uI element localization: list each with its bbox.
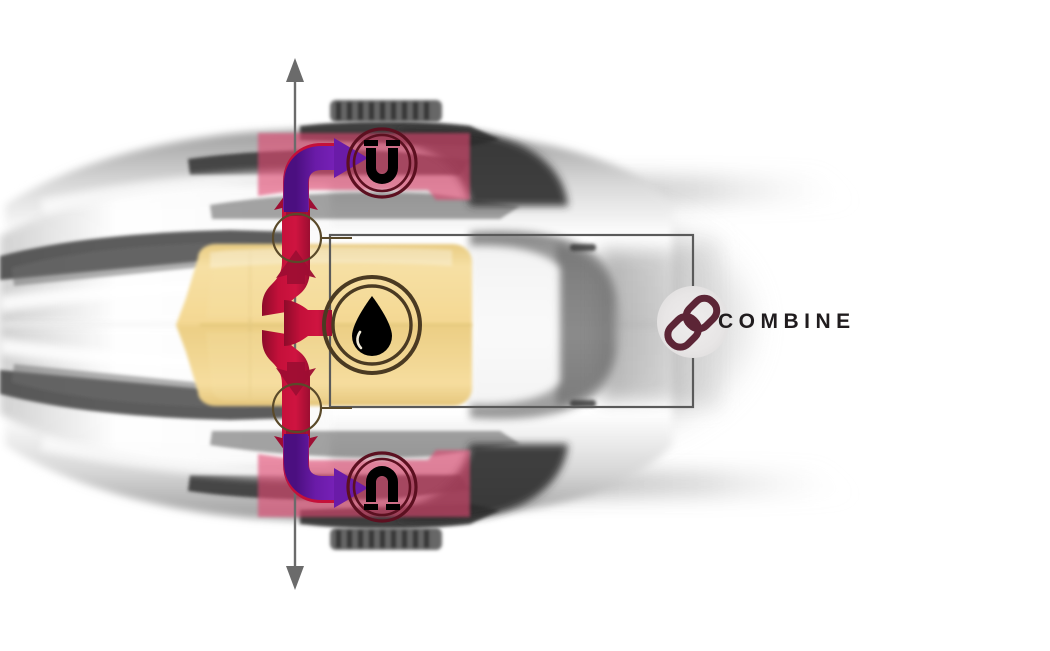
magnet-glyph-bottom [364,466,400,510]
purple-flow-bottom [283,434,368,508]
magnet-icon-top [346,127,418,199]
axis-ring-markers [271,212,352,434]
magnet-glyph-top [364,140,400,184]
combine-badge [657,286,729,358]
droplet-glyph [352,296,392,356]
combine-label: COMBINE [718,310,856,333]
purple-flow-top [283,138,368,212]
oil-drop-icon [322,275,422,375]
energy-flow-arrows [262,138,368,508]
magnet-icon-bottom [346,451,418,523]
car-front-wheels [330,100,442,550]
crimson-flow-spine [262,180,332,466]
chain-link-icon [664,294,721,351]
